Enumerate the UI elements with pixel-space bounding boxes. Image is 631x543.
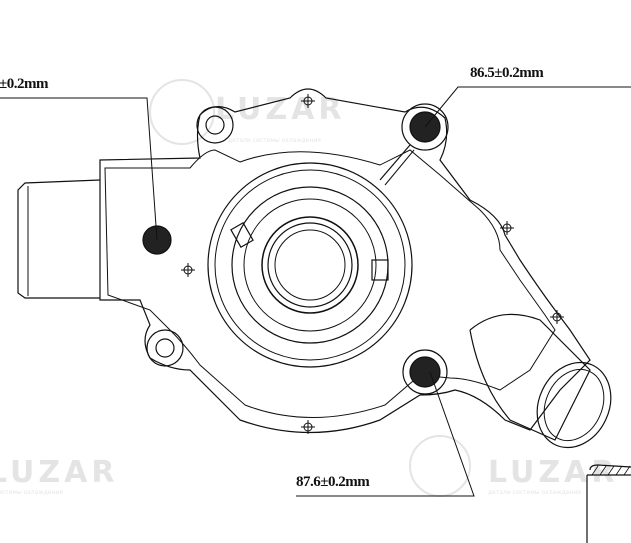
leader-line-top-right — [424, 86, 631, 128]
outlet-pipe — [469, 313, 591, 441]
housing-outline — [99, 88, 591, 434]
watermark-logo-top: LUZAR — [215, 92, 346, 127]
center-bearing — [207, 162, 413, 368]
crosshair-icon — [181, 94, 564, 434]
measured-hole-bottom-right — [409, 356, 441, 388]
watermark-tagline-top: детали системы охлаждения — [228, 137, 321, 144]
watermark-emblem-icon — [409, 435, 471, 497]
inlet-pipe — [17, 179, 101, 299]
mounting-ear-top-right — [401, 103, 449, 151]
dimension-label-top-right: 86.5±0.2mm — [470, 65, 544, 81]
dimension-label-bottom: 87.6±0.2mm — [296, 474, 370, 490]
watermark-logo-left: LUZAR — [0, 455, 119, 490]
section-view — [586, 464, 631, 543]
rib — [379, 144, 411, 181]
watermark-tagline-right: детали системы охлаждения — [488, 489, 581, 496]
leader-line-bottom — [296, 371, 475, 497]
watermark-tagline-left: детали системы охлаждения — [0, 489, 63, 496]
leader-line-left — [0, 97, 158, 241]
bolt-hole — [205, 115, 225, 135]
mounting-ear-bottom-left — [146, 329, 184, 367]
bolt-hole — [155, 338, 175, 358]
outlet-opening — [536, 361, 612, 449]
mounting-ear-bottom-right — [402, 349, 448, 395]
dimension-label-left: 9±0.2mm — [0, 76, 48, 92]
mounting-ear-top-left — [196, 106, 234, 144]
housing-inner-outline — [104, 149, 556, 418]
watermark-emblem-icon — [149, 79, 215, 145]
